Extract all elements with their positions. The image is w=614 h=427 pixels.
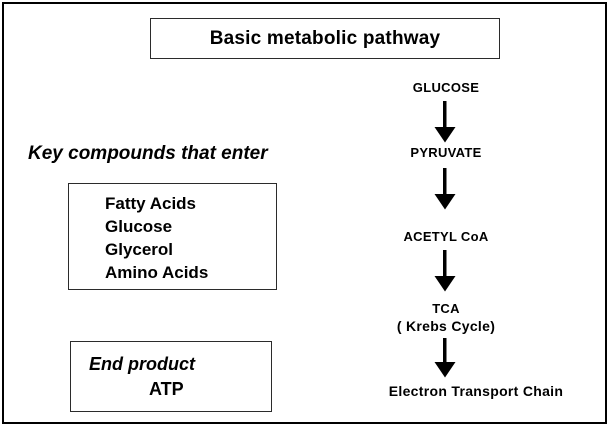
pathway-step-acetyl-coa: ACETYL CoA	[403, 229, 489, 244]
down-arrow-icon	[434, 250, 456, 292]
page-title: Basic metabolic pathway	[209, 27, 441, 49]
key-compounds-heading: Key compounds that enter	[28, 143, 268, 164]
pathway-step-pyruvate: PYRUVATE	[410, 145, 482, 160]
down-arrow-icon	[434, 101, 456, 143]
end-product-label: End product	[89, 354, 195, 374]
pathway-step-electron-transport-chain: Electron Transport Chain	[388, 383, 564, 399]
pathway-step-glucose: GLUCOSE	[412, 80, 480, 95]
pathway-step-tca: TCA	[432, 301, 460, 316]
compounds-list: Fatty Acids Glucose Glycerol Amino Acids	[105, 192, 208, 284]
key-compounds-box: Fatty Acids Glucose Glycerol Amino Acids	[68, 183, 277, 290]
title-box: Basic metabolic pathway	[150, 18, 500, 59]
list-item: Glucose	[105, 217, 173, 236]
list-item: Amino Acids	[105, 263, 209, 282]
end-product-box: End product ATP	[70, 341, 272, 412]
pathway-step-krebs-cycle: ( Krebs Cycle)	[396, 318, 496, 334]
slide-border	[2, 2, 607, 424]
down-arrow-icon	[434, 338, 456, 378]
end-product-value: ATP	[149, 379, 184, 399]
list-item: Fatty Acids	[105, 194, 197, 213]
list-item: Glycerol	[105, 240, 174, 259]
down-arrow-icon	[434, 168, 456, 210]
